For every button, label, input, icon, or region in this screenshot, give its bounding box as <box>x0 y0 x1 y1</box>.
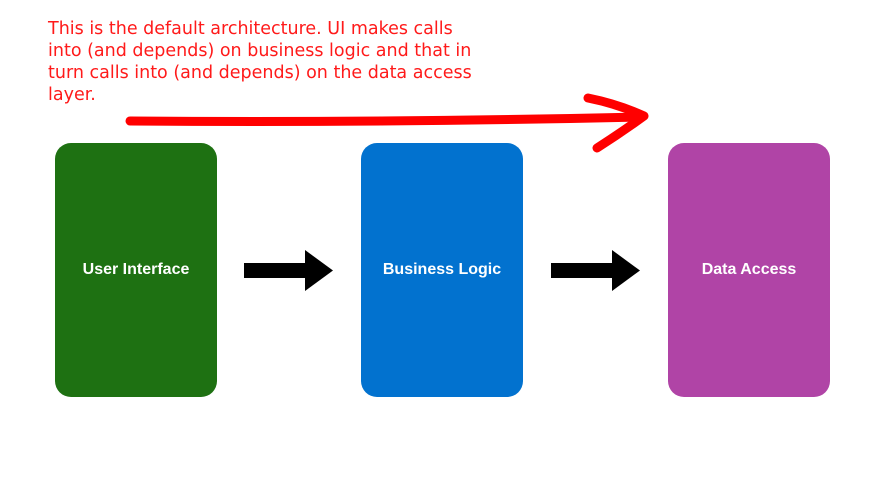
user-interface-label: User Interface <box>82 261 190 278</box>
data-access-box: Data Access <box>668 143 830 397</box>
user-interface-box: User Interface <box>55 143 217 397</box>
annotation-text: This is the default architecture. UI mak… <box>48 19 472 105</box>
red-arrow-head <box>583 93 649 153</box>
business-logic-box: Business Logic <box>361 143 523 397</box>
data-access-label: Data Access <box>701 261 797 278</box>
connector-arrow-bl-to-da <box>551 250 640 291</box>
red-arrow-shaft <box>125 112 645 126</box>
business-logic-label: Business Logic <box>382 261 502 278</box>
connector-arrow-ui-to-bl <box>244 250 333 291</box>
